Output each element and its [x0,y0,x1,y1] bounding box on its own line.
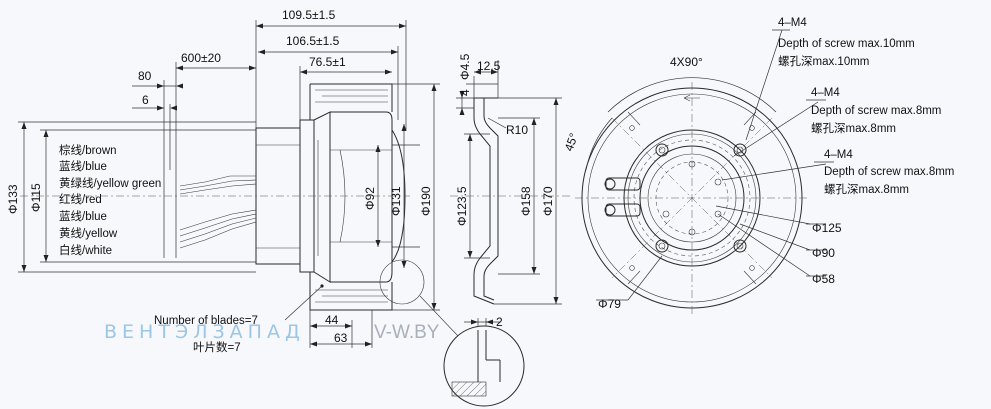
wire-blue-2: 蓝线/blue [59,209,107,223]
m4-note-2-title: 4–M4 [811,87,840,99]
dim-d90: Φ90 [812,246,835,260]
impeller-top [310,83,393,112]
wire-yellow-green: 黄绿线/yellow green [59,176,161,190]
m4-note-1-cn: 螺孔深max.10mm [778,54,869,68]
section-view [450,60,570,305]
m4-note-2-cn: 螺孔深max.8mm [811,121,896,135]
dim-d58: Φ58 [812,272,835,286]
watermark-brand: ВЕНТЭЛЗАПАД [104,321,305,343]
dim-d115: Φ115 [29,183,43,212]
dim-6: 6 [142,93,149,107]
dim-80: 80 [138,69,152,83]
dim-gap2: 2 [496,315,503,329]
dim-109: 109.5±1.5 [282,8,336,22]
dim-600: 600±20 [181,51,221,65]
blades-note-cn: 叶片数=7 [193,340,241,354]
dim-d79: Φ79 [598,297,621,311]
detail-circle-source [379,259,425,305]
dim-44: 44 [325,313,339,327]
wire-yellow: 黄线/yellow [59,226,118,240]
dim-d92: Φ92 [363,187,377,210]
m4-note-3-en: Depth of screw max.8mm [824,166,954,178]
labels: 109.5±1.5 106.5±1.5 76.5±1 600±20 80 6 Φ… [6,8,954,354]
dim-d170: Φ170 [541,186,555,216]
dim-63: 63 [334,331,348,345]
front-view [575,29,834,314]
wire-white: 白线/white [59,243,112,257]
watermark-site: V-W.BY [374,322,440,343]
blades-note-en: Number of blades=7 [154,315,258,327]
wire-blue: 蓝线/blue [59,159,107,173]
dim-d158: Φ158 [519,186,533,216]
dim-76: 76.5±1 [309,55,346,69]
dim-106: 106.5±1.5 [286,34,340,48]
wire-brown: 棕线/brown [59,143,117,157]
angle-4x90: 4X90° [670,55,703,69]
impeller-backplate [313,111,331,283]
m4-note-1-title: 4–M4 [778,17,807,29]
m4-note-3-cn: 螺孔深max.8mm [824,182,909,196]
dim-h45: Φ4.5 [458,53,472,80]
impeller-bottom [309,272,393,311]
dim-d131: Φ131 [389,186,403,216]
dim-r10: R10 [506,123,528,137]
dim-d190: Φ190 [419,186,433,216]
dim-d125: Φ125 [812,221,842,235]
dim-w12: 12.5 [477,59,501,73]
m4-note-2-en: Depth of screw max.8mm [811,105,941,117]
m4-note-3-title: 4–M4 [824,149,853,161]
angle-45: 45° [562,131,581,153]
wire-red: 红线/red [59,192,102,206]
m4-note-1-en: Depth of screw max.10mm [778,38,915,50]
detail-zoom [443,318,525,407]
side-view [18,20,459,348]
dim-d133: Φ133 [6,184,20,214]
dim-t4: 4 [458,89,472,96]
dim-d123: Φ123.5 [455,186,469,226]
